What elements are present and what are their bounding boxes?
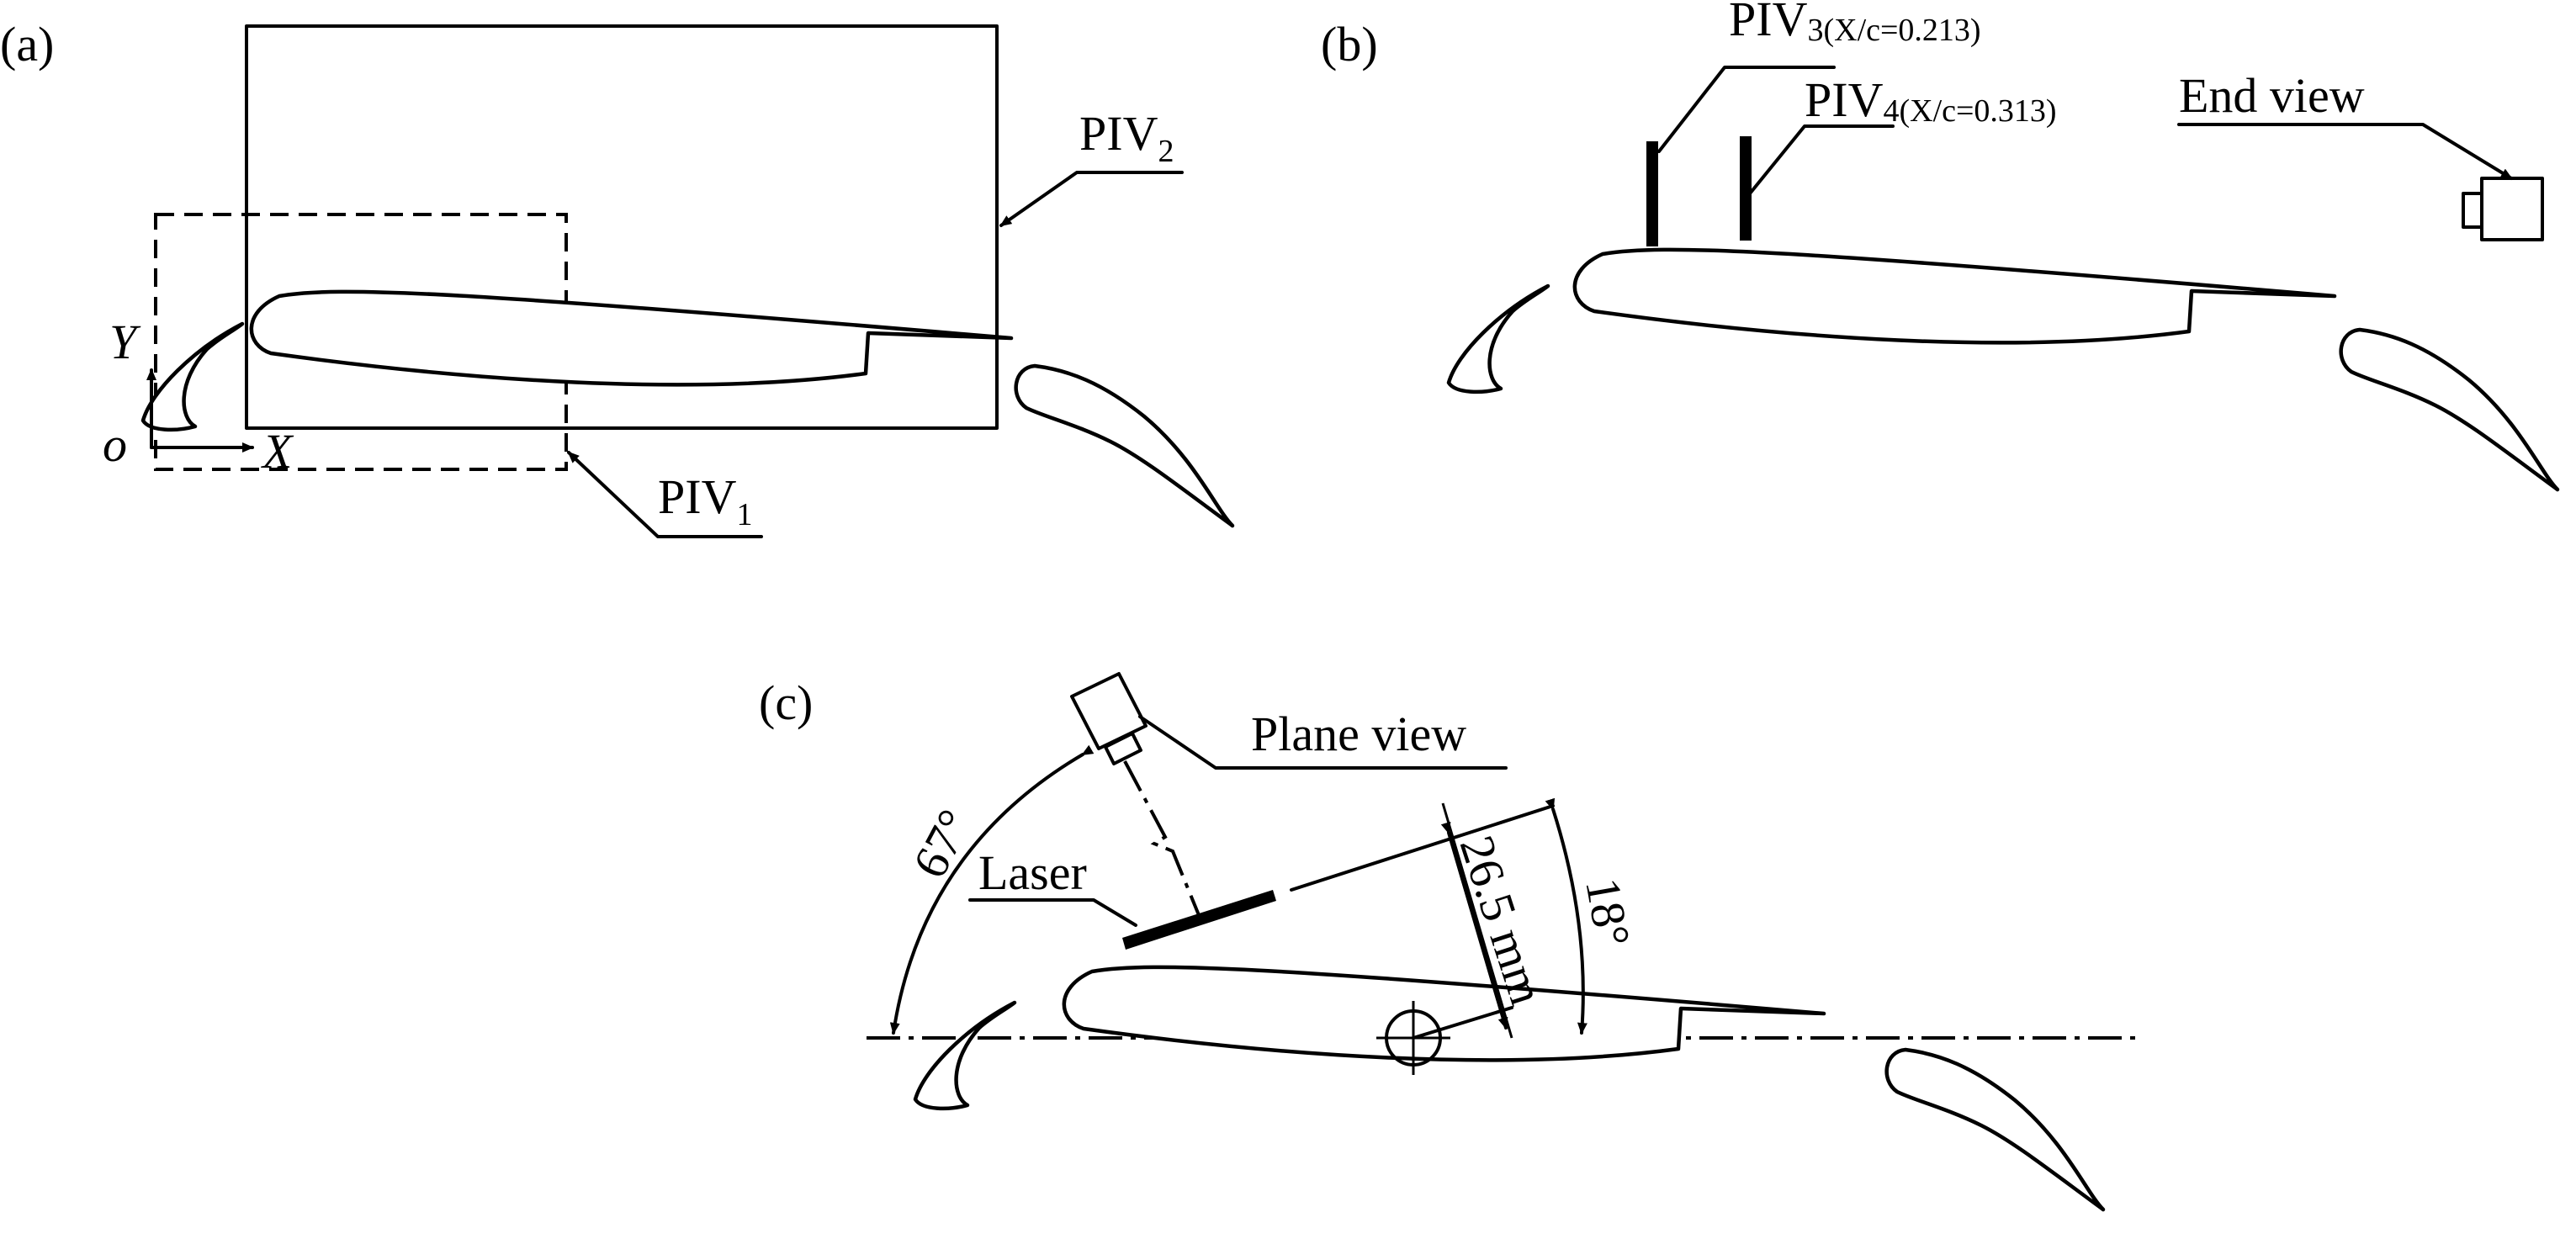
piv4-plane [1740, 136, 1752, 241]
main-element-b [1575, 250, 2335, 342]
laser-callout: Laser [968, 845, 1137, 927]
camera-view-line [1123, 760, 1201, 916]
main-element-c [1064, 967, 1824, 1060]
flap-a [1016, 366, 1232, 526]
piv2-callout: PIV2 [999, 106, 1184, 227]
panel-c-label: (c) [759, 675, 813, 730]
piv4-callout: PIV4(X/c=0.313) [1745, 72, 2057, 199]
panel-b: (b) PIV3(X/c=0.213) PIV4(X/c=0.313) End … [1321, 0, 2557, 490]
laser-sheet [1122, 804, 1555, 950]
panel-b-label: (b) [1321, 17, 1378, 71]
angle-67-label: 67° [902, 801, 983, 887]
coordinate-axes: Y X o [103, 315, 294, 479]
piv2-window [245, 24, 999, 430]
airfoil-b [1449, 250, 2557, 490]
end-view-label: End view [2179, 68, 2365, 123]
end-view-callout: End view [2177, 68, 2513, 180]
piv4-label: PIV4(X/c=0.313) [1805, 72, 2057, 129]
slat-b [1449, 286, 1548, 392]
piv3-plane [1646, 141, 1658, 246]
piv3-label: PIV3(X/c=0.213) [1729, 0, 1981, 48]
slat-a [143, 324, 242, 430]
panel-a: (a) Y X o PIV2 PIV1 [0, 17, 1232, 538]
main-element-a [252, 292, 1011, 384]
flap-c [1887, 1050, 2103, 1210]
origin-label: o [103, 417, 127, 472]
laser-label: Laser [978, 845, 1087, 900]
axis-x-label: X [261, 424, 294, 479]
laser-source [1122, 890, 1276, 950]
angle-18-label: 18° [1575, 874, 1640, 950]
slat-c [915, 1003, 1015, 1109]
end-view-camera-icon [2462, 177, 2544, 241]
piv2-label: PIV2 [1079, 106, 1174, 169]
piv1-window [154, 213, 568, 471]
plane-view-label: Plane view [1251, 707, 1466, 761]
flap-b [2341, 330, 2557, 490]
piv3-callout: PIV3(X/c=0.213) [1657, 0, 1981, 153]
panel-c: (c) Plane view [759, 672, 2141, 1210]
piv1-callout: PIV1 [567, 451, 763, 538]
plane-view-camera-icon [1070, 672, 1148, 765]
plane-view-callout: Plane view [1138, 707, 1508, 770]
axis-y-label: Y [109, 315, 141, 369]
piv1-label: PIV1 [658, 469, 752, 532]
panel-a-label: (a) [0, 17, 54, 71]
angle-18-dimension: 18° [1545, 797, 1640, 1035]
